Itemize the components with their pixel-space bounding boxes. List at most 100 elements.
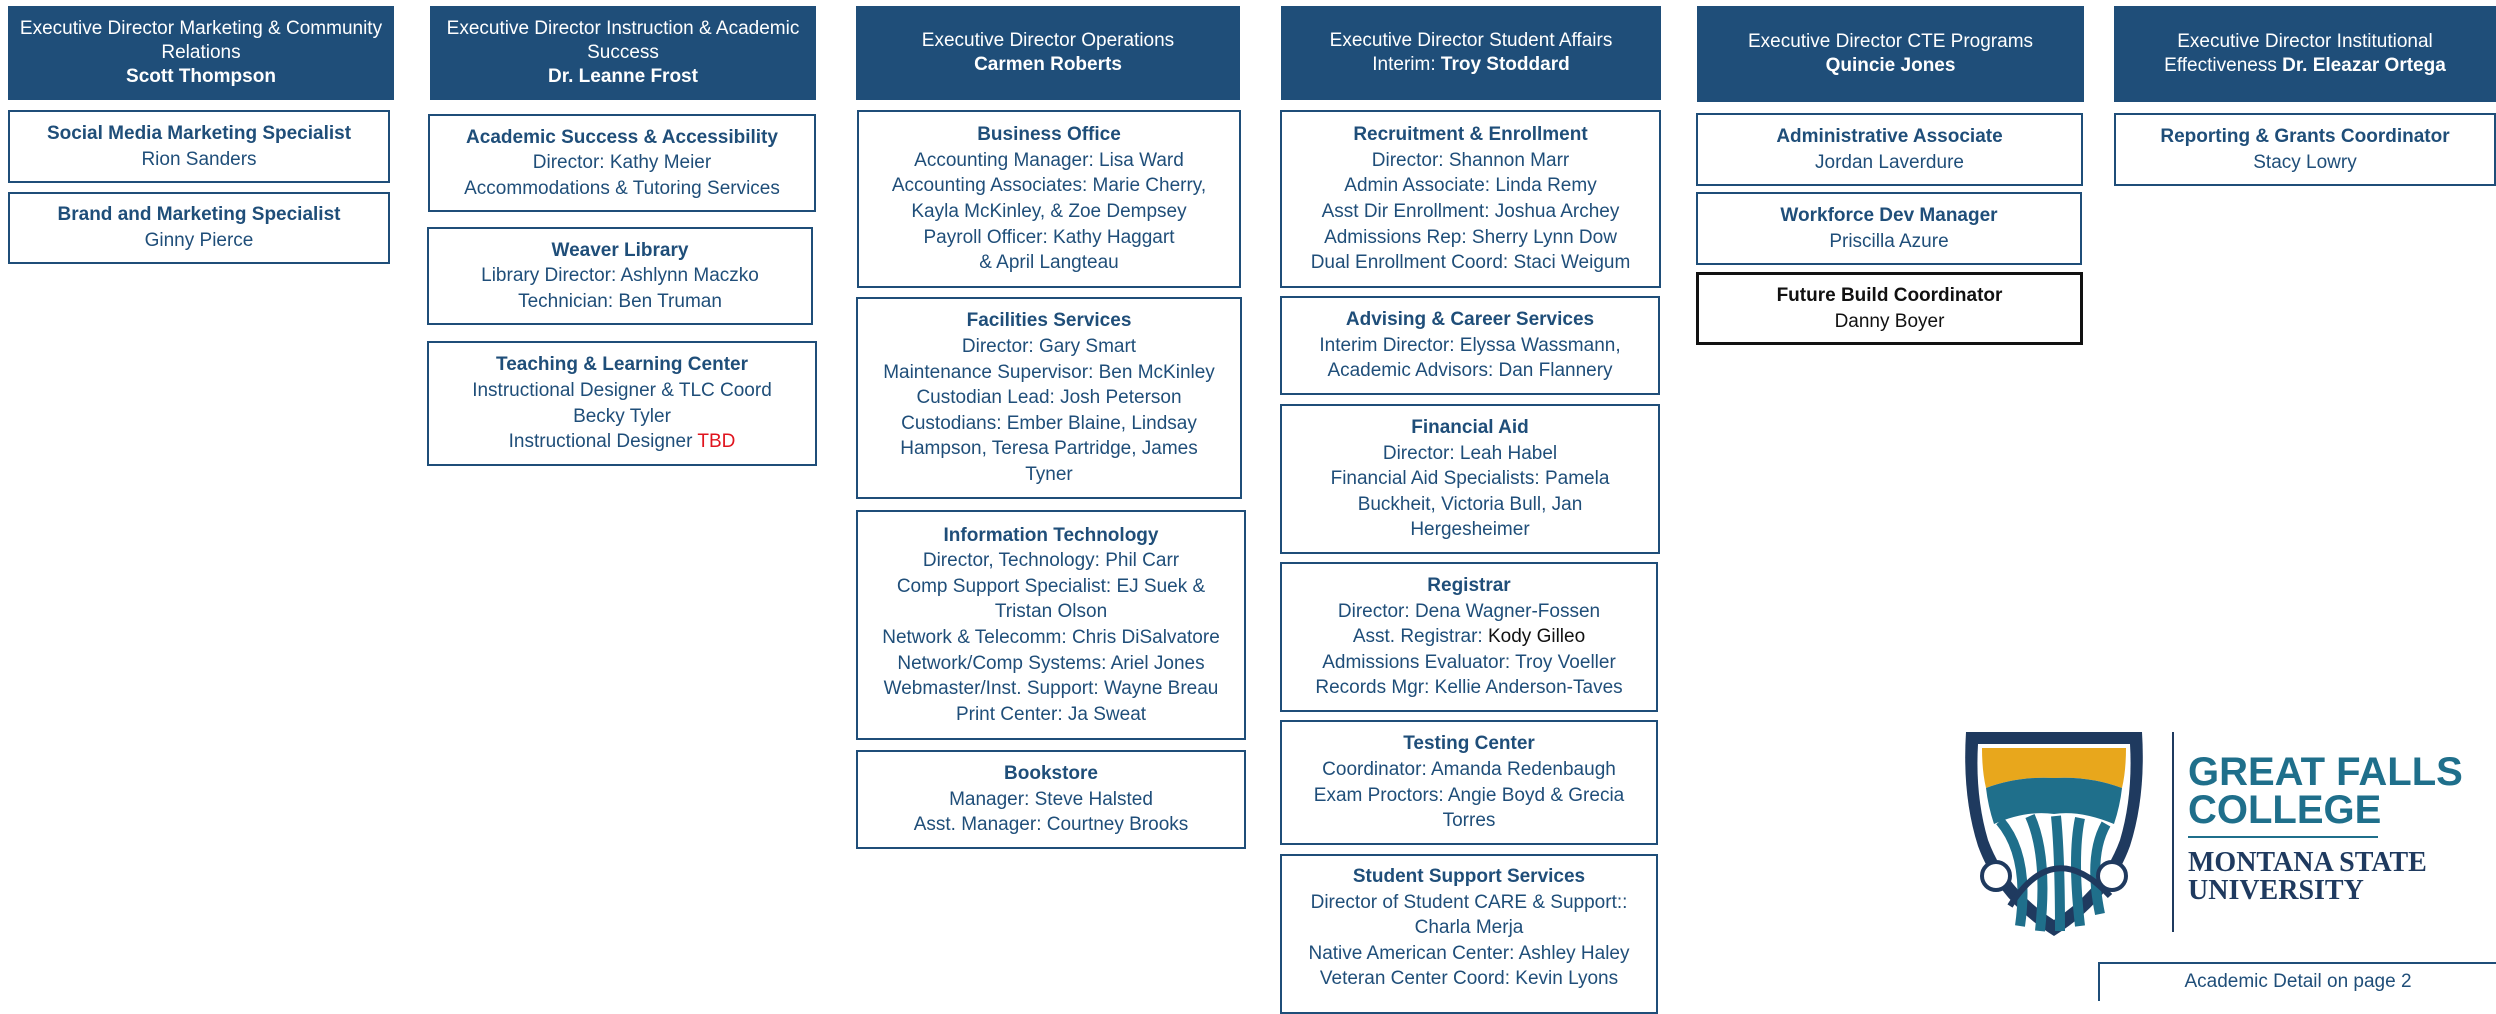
org-box-social-media: Social Media Marketing Specialist Rion S…	[8, 110, 390, 183]
box-line: Records Mgr: Kellie Anderson-Taves	[1315, 677, 1623, 699]
org-box-admin-associate: Administrative Associate Jordan Laverdur…	[1696, 113, 2083, 186]
box-line: Coordinator: Amanda Redenbaugh	[1322, 758, 1616, 780]
box-line: Priscilla Azure	[1829, 230, 1949, 252]
org-box-registrar: Registrar Director: Dena Wagner-Fossen A…	[1280, 562, 1658, 712]
box-title: Financial Aid	[1411, 417, 1529, 439]
box-line: Director, Technology: Phil Carr	[922, 550, 1180, 572]
box-title: Business Office	[977, 124, 1121, 146]
box-line: Asst. Manager: Courtney Brooks	[913, 814, 1189, 836]
box-line-label: Asst. Registrar:	[1352, 626, 1488, 648]
box-line: Instructional Designer & TLC Coord	[472, 379, 772, 401]
box-line: Asst Dir Enrollment: Joshua Archey	[1321, 201, 1620, 222]
header-name: Quincie Jones	[1825, 55, 1956, 76]
box-line: Print Center: Ja Sweat	[955, 703, 1147, 725]
box-line: Danny Boyer	[1834, 310, 1945, 332]
box-line: Custodian Lead: Josh Peterson	[916, 387, 1182, 409]
box-line: Library Director: Ashlynn Maczko	[481, 265, 759, 287]
logo-line-4: UNIVERSITY	[2188, 875, 2364, 906]
org-box-recruitment: Recruitment & Enrollment Director: Shann…	[1280, 110, 1661, 288]
logo-divider	[2172, 732, 2174, 932]
header-name: Dr. Eleazar Ortega	[2282, 55, 2446, 76]
logo-line-1: GREAT FALLS	[2188, 750, 2463, 794]
box-line: Interim Director: Elyssa Wassmann,	[1319, 334, 1621, 356]
box-line: & April Langteau	[979, 252, 1119, 274]
header-title: Executive Director Student Affairs	[1329, 30, 1613, 51]
box-line: Director: Leah Habel	[1382, 442, 1558, 464]
org-box-weaver-library: Weaver Library Library Director: Ashlynn…	[427, 227, 813, 325]
header-name: Scott Thompson	[126, 66, 276, 87]
header-title: Executive Director Marketing & Community…	[19, 18, 383, 63]
box-line: Native American Center: Ashley Haley	[1308, 942, 1630, 964]
box-line: Veteran Center Coord: Kevin Lyons	[1319, 968, 1619, 990]
college-logo: GREAT FALLS COLLEGE MONTANA STATE UNIVER…	[1960, 726, 2496, 942]
box-line: Director: Shannon Marr	[1371, 149, 1570, 171]
shield-emblem-icon	[1965, 732, 2143, 936]
org-box-testing-center: Testing Center Coordinator: Amanda Reden…	[1280, 720, 1658, 845]
box-title: Brand and Marketing Specialist	[57, 204, 341, 226]
box-line: Director: Dena Wagner-Fossen	[1337, 600, 1601, 622]
box-line: Admissions Evaluator: Troy Voeller	[1322, 651, 1616, 673]
box-line: Custodians: Ember Blaine, Lindsay	[901, 412, 1197, 434]
box-line: Tyner	[1025, 463, 1073, 485]
header-title: Executive Director Instruction & Academi…	[446, 18, 800, 63]
box-line: Admin Associate: Linda Remy	[1344, 175, 1597, 197]
footer-note: Academic Detail on page 2	[2098, 962, 2496, 1001]
logo-rule	[2188, 836, 2378, 838]
box-line: Ginny Pierce	[144, 230, 254, 251]
box-line: Director: Gary Smart	[961, 336, 1137, 358]
header-student-affairs: Executive Director Student Affairs Inter…	[1281, 6, 1661, 100]
box-line: Tristan Olson	[994, 601, 1108, 623]
box-line: Accounting Manager: Lisa Ward	[914, 149, 1184, 171]
box-title: Weaver Library	[551, 239, 689, 261]
box-title: Workforce Dev Manager	[1780, 204, 1998, 226]
box-line: Academic Advisors: Dan Flannery	[1327, 360, 1613, 382]
box-title: Social Media Marketing Specialist	[46, 122, 352, 144]
org-box-information-technology: Information Technology Director, Technol…	[856, 510, 1246, 740]
org-box-reporting-grants: Reporting & Grants Coordinator Stacy Low…	[2114, 113, 2496, 186]
box-line: Rion Sanders	[141, 148, 257, 170]
header-name: Troy Stoddard	[1440, 54, 1570, 75]
box-line: Network/Comp Systems: Ariel Jones	[897, 652, 1205, 674]
box-line: Jordan Laverdure	[1815, 151, 1964, 173]
org-box-student-support: Student Support Services Director of Stu…	[1280, 854, 1658, 1014]
box-line: Kayla McKinley, & Zoe Dempsey	[911, 201, 1187, 222]
box-line: Dual Enrollment Coord: Staci Weigum	[1310, 252, 1631, 274]
header-prefix: Interim:	[1372, 54, 1441, 75]
org-box-brand-marketing: Brand and Marketing Specialist Ginny Pie…	[8, 192, 390, 264]
box-title: Administrative Associate	[1776, 125, 2003, 147]
box-line: Accounting Associates: Marie Cherry,	[891, 175, 1207, 197]
box-line: Hampson, Teresa Partridge, James	[900, 438, 1198, 460]
box-line: Instructional Designer TBD	[435, 429, 809, 455]
box-title: Facilities Services	[966, 310, 1132, 332]
box-line: Becky Tyler	[573, 405, 671, 427]
box-line: Comp Support Specialist: EJ Suek &	[896, 575, 1206, 597]
box-title: Student Support Services	[1352, 866, 1586, 887]
box-line: Payroll Officer: Kathy Haggart	[923, 226, 1175, 248]
box-title: Recruitment & Enrollment	[1353, 124, 1588, 146]
header-institutional-effectiveness: Executive Director Institutional Effecti…	[2114, 6, 2496, 102]
box-title: Registrar	[1427, 575, 1511, 597]
header-name: Carmen Roberts	[974, 54, 1122, 75]
org-box-facilities: Facilities Services Director: Gary Smart…	[856, 297, 1242, 499]
header-title: Executive Director Institutional Effecti…	[2164, 31, 2433, 76]
org-box-teaching-learning: Teaching & Learning Center Instructional…	[427, 341, 817, 466]
org-box-advising: Advising & Career Services Interim Direc…	[1280, 296, 1660, 395]
box-line: Hergesheimer	[1410, 519, 1530, 541]
header-instruction: Executive Director Instruction & Academi…	[430, 6, 816, 100]
box-line: Director: Kathy Meier	[532, 152, 712, 174]
header-title: Executive Director Operations	[921, 30, 1175, 51]
header-interim-line: Interim: Troy Stoddard	[1287, 53, 1655, 77]
box-title: Information Technology	[943, 524, 1159, 546]
box-line: Exam Proctors: Angie Boyd & Grecia	[1313, 784, 1625, 806]
box-line-label: Instructional Designer	[508, 431, 698, 453]
box-title: Future Build Coordinator	[1776, 284, 2003, 306]
header-title-line: Executive Director Institutional Effecti…	[2120, 30, 2490, 78]
header-marketing: Executive Director Marketing & Community…	[8, 6, 394, 100]
box-line: Charla Merja	[1414, 917, 1524, 939]
box-line: Asst. Registrar: Kody Gilleo	[1288, 624, 1650, 650]
box-line: Technician: Ben Truman	[518, 290, 722, 312]
box-line: Admissions Rep: Sherry Lynn Dow	[1324, 226, 1617, 248]
box-line: Maintenance Supervisor: Ben McKinley	[883, 361, 1215, 383]
box-line: Financial Aid Specialists: Pamela	[1330, 468, 1610, 490]
org-box-academic-success: Academic Success & Accessibility Directo…	[428, 114, 816, 212]
